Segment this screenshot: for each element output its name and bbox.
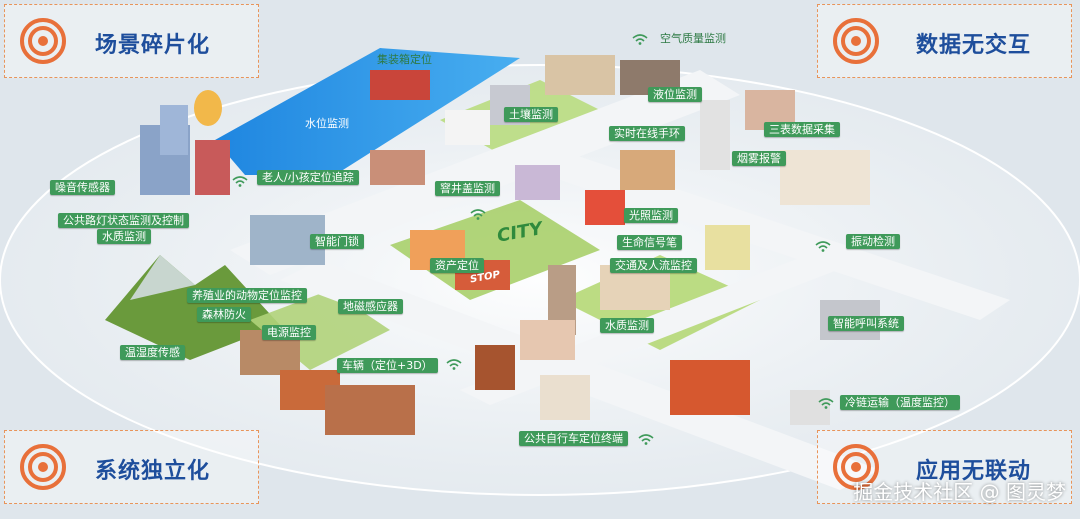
wifi-icon <box>632 34 648 45</box>
target-ring-icon <box>20 18 66 64</box>
panel-title: 数据无交互 <box>916 33 1032 58</box>
label-livestock-tracking: 养殖业的动物定位监控 <box>187 288 307 303</box>
target-ring-icon <box>833 444 879 490</box>
label-liquid-level: 液位监测 <box>648 87 702 102</box>
label-elder-child-tracking: 老人/小孩定位追踪 <box>257 170 359 185</box>
wifi-icon <box>815 241 831 252</box>
label-smoke-alarm: 烟雾报警 <box>732 151 786 166</box>
wifi-icon <box>470 209 486 220</box>
label-vibration: 振动检测 <box>846 234 900 249</box>
label-bike-terminal: 公共自行车定位终端 <box>519 431 628 446</box>
target-ring-icon <box>833 18 879 64</box>
label-geomagnetic: 地磁感应器 <box>338 299 403 314</box>
label-meter-reading: 三表数据采集 <box>764 122 840 137</box>
label-soil-monitor: 土壤监测 <box>504 107 558 122</box>
wifi-icon <box>446 359 462 370</box>
label-traffic-flow: 交通及人流监控 <box>610 258 697 273</box>
panel-app-no-linkage: 应用无联动 <box>817 430 1072 504</box>
label-cold-chain: 冷链运输（温度监控） <box>840 395 960 410</box>
label-smart-call: 智能呼叫系统 <box>828 316 904 331</box>
panel-title: 系统独立化 <box>95 459 211 484</box>
panel-system-isolated: 系统独立化 <box>4 430 259 504</box>
label-street-light: 公共路灯状态监测及控制 <box>58 213 189 228</box>
panel-data-no-interaction: 数据无交互 <box>817 4 1072 78</box>
panel-title: 应用无联动 <box>916 459 1032 484</box>
label-temp-humidity: 温湿度传感 <box>120 345 185 360</box>
label-vehicle: 车辆（定位+3D） <box>337 358 438 373</box>
label-forest-fire: 森林防火 <box>197 307 251 322</box>
label-noise-sensor: 噪音传感器 <box>50 180 115 195</box>
label-air-quality: 空气质量监测 <box>660 32 726 45</box>
label-manhole-cover: 窨井盖监测 <box>435 181 500 196</box>
target-ring-icon <box>20 444 66 490</box>
watermark: 掘金技术社区 @ 图灵梦 <box>853 480 1066 504</box>
wifi-icon <box>818 398 834 409</box>
label-water-quality-center: 水质监测 <box>600 318 654 333</box>
panel-title: 场景碎片化 <box>95 33 211 58</box>
wifi-icon <box>232 176 248 187</box>
label-asset-location: 资产定位 <box>430 258 484 273</box>
label-water-quality-left: 水质监测 <box>97 229 151 244</box>
panel-scene-fragmented: 场景碎片化 <box>4 4 259 78</box>
label-smart-lock: 智能门锁 <box>310 234 364 249</box>
wifi-icon <box>638 434 654 445</box>
label-water-level: 水位监测 <box>305 117 349 130</box>
label-life-signal-pen: 生命信号笔 <box>617 235 682 250</box>
label-power-monitor: 电源监控 <box>262 325 316 340</box>
label-realtime-bracelet: 实时在线手环 <box>609 126 685 141</box>
label-container-location: 集装箱定位 <box>377 53 432 66</box>
label-light-monitor: 光照监测 <box>624 208 678 223</box>
